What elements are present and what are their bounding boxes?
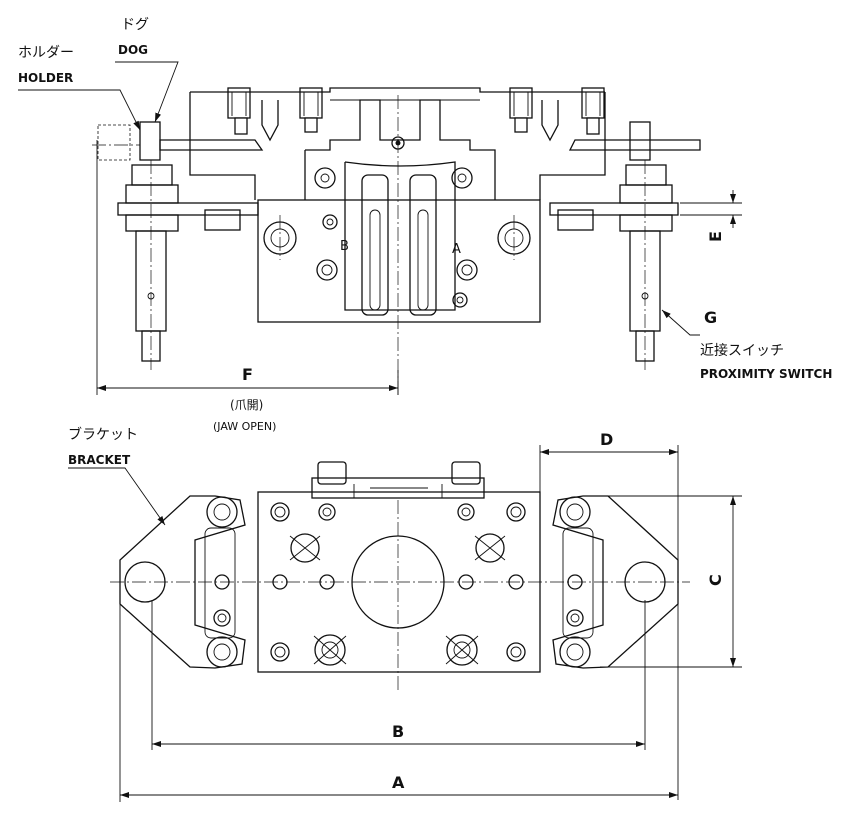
switch-label-en: PROXIMITY SWITCH: [700, 367, 833, 381]
top-view: [68, 445, 742, 802]
side-view: [18, 61, 742, 395]
bracket-label-jp: ブラケット: [68, 427, 138, 443]
dimension-f: F: [242, 365, 253, 384]
dimension-e: E: [706, 231, 725, 242]
dog-label-jp: ドグ: [121, 17, 149, 33]
dimension-d: D: [600, 430, 614, 449]
dog-label-en: DOG: [118, 43, 149, 57]
bracket-label-en: BRACKET: [68, 453, 131, 467]
dimension-c: C: [706, 574, 725, 586]
dimension-a: A: [392, 773, 405, 792]
holder-label-jp: ホルダー: [18, 45, 74, 61]
dimension-b: B: [392, 722, 405, 741]
hex-bolts: [206, 496, 591, 668]
jaw-open-en: (JAW OPEN): [213, 420, 277, 433]
port-b-label: B: [340, 239, 349, 254]
holder-label-en: HOLDER: [18, 71, 74, 85]
port-a-label: A: [452, 242, 461, 257]
dimension-g: G: [704, 308, 718, 327]
switch-label-jp: 近接スイッチ: [700, 343, 784, 359]
jaw-open-jp: (爪開): [230, 398, 264, 412]
